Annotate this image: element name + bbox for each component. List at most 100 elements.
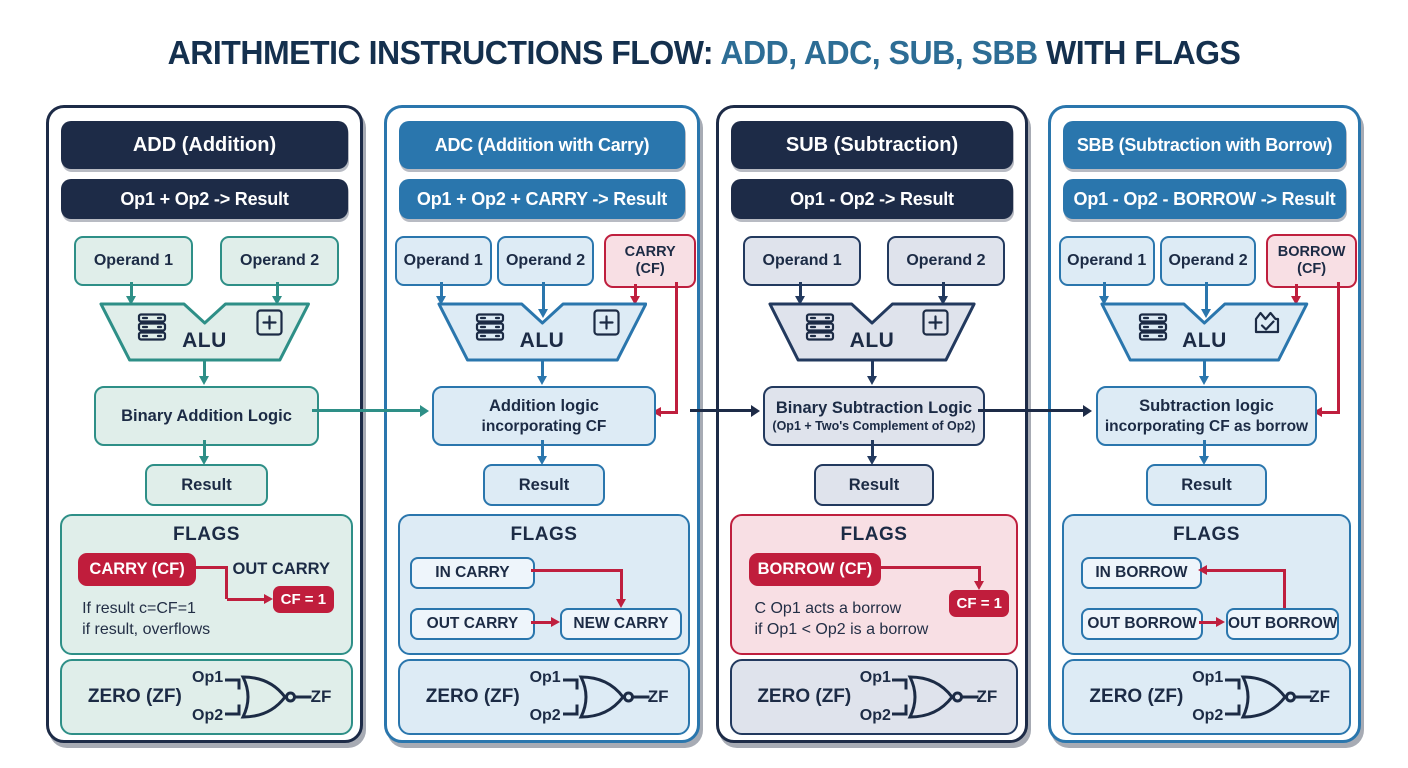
logic-text: Subtraction logic xyxy=(1139,397,1274,415)
operand1-box: Operand 1 xyxy=(1058,236,1155,286)
nor-gate-icon xyxy=(1225,675,1312,719)
result-box: Result xyxy=(145,464,268,506)
logic-box: Subtraction logic incorporating CF as bor… xyxy=(1095,386,1318,446)
page-title: ARITHMETIC INSTRUCTIONS FLOW: ADD, ADC, … xyxy=(21,34,1387,72)
flag-note: If result c=CF=1 xyxy=(82,600,196,617)
flow-arrow xyxy=(1103,282,1107,297)
flow-arrowhead xyxy=(199,376,209,385)
borrow-flag-pill: BORROW (CF) xyxy=(748,553,882,586)
in-borrow-box: IN BORROW xyxy=(1080,557,1202,589)
carry-input-line1: CARRY xyxy=(624,244,676,261)
alu-shape: ALU xyxy=(437,302,648,362)
flow-arrow xyxy=(203,440,206,456)
flow-arrow xyxy=(1204,282,1208,310)
carry-flow-arrow xyxy=(633,284,637,297)
nor-gate-icon xyxy=(892,675,979,719)
nor-gate-icon xyxy=(562,675,650,719)
zero-flag-panel: ZERO (ZF) Op1 Op2 ZF xyxy=(1061,659,1352,735)
flag-arrowhead xyxy=(551,616,561,627)
alu-label: ALU xyxy=(849,329,895,352)
flow-arrowhead xyxy=(538,309,549,318)
connector-arrowhead xyxy=(1083,404,1092,417)
memory-icon xyxy=(137,313,166,341)
flow-arrow xyxy=(439,282,443,297)
alu-shape: ALU xyxy=(768,302,976,362)
zero-flag-panel: ZERO (ZF) Op1 Op2 ZF xyxy=(729,659,1019,735)
column-sub: SUB (Subtraction) Op1 - Op2 -> Result Op… xyxy=(716,105,1028,743)
flow-arrow xyxy=(276,282,280,297)
borrow-check-icon xyxy=(1254,311,1279,334)
flow-arrow xyxy=(542,282,546,310)
op1-input-label: Op1 xyxy=(859,669,891,686)
flow-arrow xyxy=(942,282,946,297)
operand1-box: Operand 1 xyxy=(73,236,193,286)
flow-arrowhead xyxy=(125,296,136,305)
column-add: ADD (Addition) Op1 + Op2 -> Result Opera… xyxy=(46,105,363,743)
instruction-header: ADC (Addition with Carry) xyxy=(399,121,685,169)
flow-arrow xyxy=(203,360,206,376)
cf-value-badge: CF = 1 xyxy=(273,586,334,613)
alu-label: ALU xyxy=(182,329,227,352)
carry-flag-pill: CARRY (CF) xyxy=(77,553,197,586)
carry-bypass-line xyxy=(656,411,677,414)
zf-output-label: ZF xyxy=(310,687,332,706)
out-carry-label: OUT CARRY xyxy=(232,560,330,578)
zero-flag-label: ZERO (ZF) xyxy=(425,686,520,707)
operand2-box: Operand 2 xyxy=(1159,236,1257,286)
flow-arrowhead xyxy=(536,456,547,465)
flow-arrowhead xyxy=(1099,296,1110,305)
flag-arrowhead xyxy=(1197,564,1207,575)
flag-connector xyxy=(1283,568,1287,609)
flag-note: if Op1 < Op2 is a borrow xyxy=(754,621,929,638)
logic-subtext: (Op1 + Two's Complement of Op2) xyxy=(772,418,976,433)
carry-flow-arrowhead xyxy=(629,296,640,305)
logic-text: incorporating CF as borrow xyxy=(1104,417,1309,435)
connector-arrowhead xyxy=(420,404,429,417)
flow-arrow xyxy=(540,360,544,376)
flag-connector xyxy=(531,568,622,572)
memory-icon xyxy=(806,313,835,341)
connector-arrow-add-to-adc xyxy=(312,409,420,412)
formula-box: Op1 - Op2 -> Result xyxy=(731,179,1013,219)
instruction-header: SUB (Subtraction) xyxy=(731,121,1013,169)
flow-arrowhead xyxy=(1199,376,1209,385)
cf-value-badge: CF = 1 xyxy=(949,590,1010,617)
borrow-flow-arrowhead xyxy=(1291,296,1302,305)
flow-arrowhead xyxy=(435,296,446,305)
flag-connector xyxy=(1199,620,1217,624)
logic-text: Binary Subtraction Logic xyxy=(775,398,973,417)
borrow-input-box: BORROW(CF) xyxy=(1265,234,1358,288)
flow-arrowhead xyxy=(794,296,805,305)
title-prefix: ARITHMETIC INSTRUCTIONS FLOW: xyxy=(167,34,721,71)
column-sbb: SBB (Subtraction with Borrow) Op1 - Op2 … xyxy=(1048,105,1361,743)
flag-arrowhead xyxy=(616,599,627,608)
plus-icon xyxy=(593,309,620,336)
instruction-header: ADD (Addition) xyxy=(61,121,348,169)
borrow-bypass-line xyxy=(1336,282,1340,414)
connector-arrowhead xyxy=(751,404,760,417)
flow-arrowhead xyxy=(272,296,283,305)
carry-bypass-line xyxy=(675,282,679,414)
flag-connector xyxy=(977,566,981,582)
flag-connector xyxy=(226,597,265,601)
in-carry-box: IN CARRY xyxy=(409,557,535,589)
op2-input-label: Op2 xyxy=(529,707,561,724)
formula-box: Op1 + Op2 + CARRY -> Result xyxy=(399,179,685,219)
flow-arrowhead xyxy=(1199,456,1209,465)
operand2-box: Operand 2 xyxy=(497,236,595,286)
flags-panel: FLAGS BORROW (CF) CF = 1 C Op1 acts a bo… xyxy=(729,514,1019,655)
flow-arrowhead xyxy=(938,296,949,305)
carry-input-line2: (CF) xyxy=(635,261,665,277)
flow-arrow xyxy=(870,440,874,456)
flow-arrowhead xyxy=(866,456,877,465)
flags-title: FLAGS xyxy=(173,524,240,545)
zf-output-label: ZF xyxy=(1309,687,1331,706)
column-adc: ADC (Addition with Carry) Op1 + Op2 + CA… xyxy=(384,105,700,743)
op2-input-label: Op2 xyxy=(192,707,224,724)
operand1-box: Operand 1 xyxy=(394,236,492,286)
carry-input-box: CARRY(CF) xyxy=(604,234,697,288)
title-highlight: ADD, ADC, SUB, SBB xyxy=(720,34,1038,71)
connector-arrow-adc-to-sub xyxy=(690,409,751,412)
operand1-box: Operand 1 xyxy=(743,236,861,286)
